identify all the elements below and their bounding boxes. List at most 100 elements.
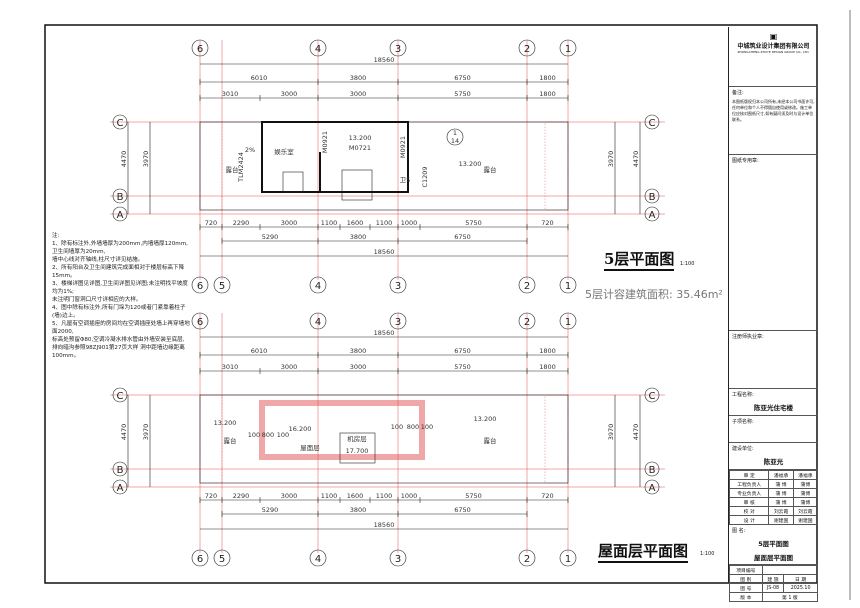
room-label: 露台 — [484, 165, 497, 174]
drawing-number: JS-08 — [761, 583, 785, 593]
remark-section: 备注: 本图纸版权归本公司所有,未经本公司书面许可,任何单位和个人不得擅自使用或… — [729, 87, 818, 155]
dim-label: 6750 — [454, 506, 471, 514]
remark-label: 备注: — [732, 90, 744, 96]
dim-label: 1100 — [376, 492, 393, 500]
axis-bubble — [112, 387, 128, 403]
roof-label: 13.200 — [214, 419, 237, 427]
axis-bubble — [518, 39, 536, 57]
note-line: 2、所有阳台及卫生间建筑完成面相对于楼层标高下降15mm。 — [52, 265, 185, 279]
sub-label: 子项名称: — [732, 419, 754, 425]
axis-label: C — [117, 391, 124, 402]
general-notes: 注: 1、除有标注外,外墙墙厚为200mm,内墙墙厚120mm,卫生间墙厚为20… — [52, 232, 192, 360]
axis-label: B — [117, 465, 124, 476]
seal-section: 图纸专用章: — [729, 155, 818, 331]
signer-name: 蒲 博 — [768, 479, 794, 489]
room-label: 露台 — [226, 165, 239, 174]
role: 校 对 — [728, 506, 770, 516]
axis-label: 6 — [197, 317, 203, 328]
axis-bubble — [389, 549, 407, 567]
axis-label: 6 — [197, 554, 203, 565]
dim-label: 3970 — [142, 151, 150, 168]
axis-bubble — [518, 312, 536, 330]
company-name: 中城筑业设计集团有限公司 — [737, 43, 810, 50]
axis-bubble — [191, 39, 209, 57]
room-walls — [261, 121, 409, 193]
signer-name: 潘福承 — [768, 470, 794, 480]
door-label: M0921 — [399, 136, 407, 158]
subproject-section: 子项名称: — [729, 416, 818, 443]
dim-label: 3800 — [350, 74, 367, 82]
note-line: 墙中心线对齐轴线,柱尺寸详见结施。 — [52, 257, 144, 263]
axis-label: 1 — [565, 281, 571, 292]
axis-bubble — [191, 549, 209, 567]
plan5-title: 5层平面图 — [604, 248, 675, 271]
drawing-date: 2025.10 — [783, 583, 818, 593]
elevator-shaft — [341, 169, 373, 201]
door-label: M0921 — [321, 131, 329, 153]
axis-bubble — [644, 479, 660, 495]
axis-bubble — [644, 206, 660, 222]
axis-label: 4 — [315, 554, 321, 565]
axis-bubble — [191, 276, 209, 294]
roof-label: 屋面层 — [300, 444, 320, 452]
company-section: ▣ 中城筑业设计集团有限公司 ZHONGCHENG ZHUYE DESIGN G… — [729, 27, 818, 87]
signature: 谢建国 — [792, 515, 819, 525]
axis-bubble — [191, 312, 209, 330]
dim-label: 3800 — [350, 506, 367, 514]
roof-label: 800 — [262, 431, 274, 439]
client-section: 建设单位: 陈亚光 — [729, 443, 818, 470]
signature-row: 工程负责人蒲 博蒲博 — [728, 479, 819, 489]
roof-label: 100 — [248, 431, 260, 439]
dim-label: 3970 — [142, 424, 150, 441]
dim-label: 1800 — [539, 347, 556, 355]
client-label: 建设单位: — [732, 446, 754, 452]
dim-label: 6010 — [251, 74, 268, 82]
dim-label: 4470 — [632, 424, 640, 441]
dim-total: 18560 — [374, 56, 395, 64]
axis-bubble — [309, 276, 327, 294]
room-label: 卫5 — [400, 176, 411, 184]
slope-label: 2% — [245, 146, 255, 154]
axis-label: B — [649, 192, 656, 203]
signer-name: 刘云霞 — [768, 506, 794, 516]
dim-label: 1800 — [539, 74, 556, 82]
axis-label: 3 — [395, 317, 401, 328]
company-logo-icon: ▣ — [769, 32, 778, 41]
dim-label: 1 — [453, 129, 457, 137]
axis-label: 5 — [219, 281, 225, 292]
note-line: 5、凡屋有空调插座的房间均在空调插座处墙上再穿墙地面2000, — [52, 321, 190, 335]
dim-label: 3800 — [350, 233, 367, 241]
axis-bubble — [309, 39, 327, 57]
dim-label: 1600 — [347, 219, 364, 227]
roof-label: 13.200 — [474, 415, 497, 423]
axis-bubble — [559, 549, 577, 567]
notes-heading: 注: — [52, 233, 60, 239]
axis-bubble — [112, 188, 128, 204]
dim-label: 1800 — [539, 90, 556, 98]
axis-label: 2 — [524, 554, 530, 565]
axis-label: A — [649, 483, 656, 494]
dim-label: 3000 — [281, 363, 298, 371]
project-label: 工程名称: — [732, 392, 754, 398]
axis-label: 4 — [315, 44, 321, 55]
axis-label: A — [649, 210, 656, 221]
dim-label: 6010 — [251, 347, 268, 355]
roof-label: 100 — [391, 423, 403, 431]
axis-label: 3 — [395, 44, 401, 55]
dim-label: 5750 — [454, 363, 471, 371]
dim-label: 3970 — [607, 424, 615, 441]
dim-label: 2290 — [233, 492, 250, 500]
roof-title: 屋面层平面图 — [598, 540, 689, 563]
axis-bubble — [389, 276, 407, 294]
axis-label: 6 — [197, 44, 203, 55]
table-icon — [282, 171, 304, 193]
dim-label: 6750 — [454, 233, 471, 241]
title-block: ▣ 中城筑业设计集团有限公司 ZHONGCHENG ZHUYE DESIGN G… — [728, 27, 819, 602]
signature-table: 审 定潘福承潘福承工程负责人蒲 博蒲博专业负责人蒲 博蒲博审 核蒲 博蒲博校 对… — [728, 470, 819, 525]
dim-label: 3000 — [350, 363, 367, 371]
version-label: 版 本 — [729, 592, 763, 602]
dim-label: 1000 — [401, 492, 418, 500]
drawing-frame — [44, 24, 818, 584]
dim-label: 3970 — [607, 151, 615, 168]
floor-outline — [199, 121, 569, 211]
